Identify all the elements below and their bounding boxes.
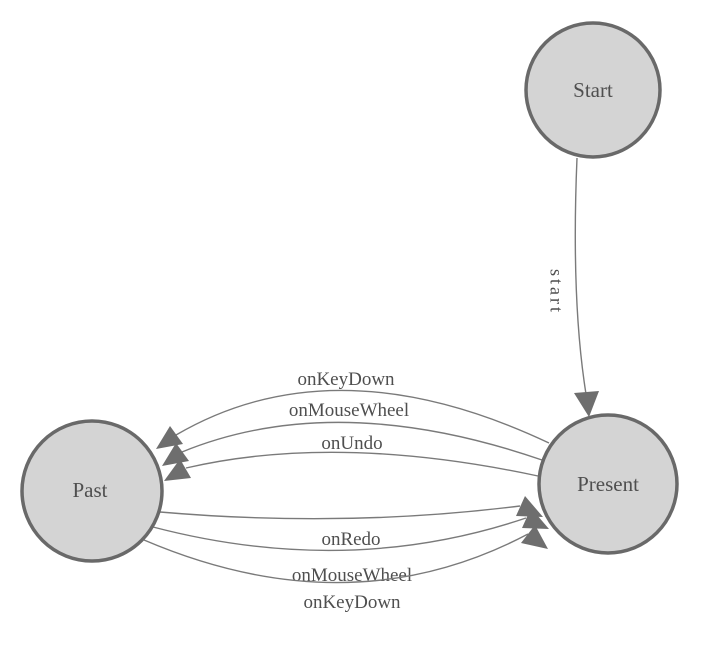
edge-label-onkeydown-bottom: onKeyDown [303,592,401,613]
arrowhead-icon [162,443,189,466]
edge-past-to-present-onredo: onRedo [159,496,543,550]
edge-label-onredo: onRedo [321,529,380,550]
node-present-circle[interactable] [537,413,679,555]
edge-present-to-past-onmousewheel-line [181,421,543,461]
edge-past-to-present-onmousewheel: onMouseWheel [152,508,549,586]
edge-past-to-present-onkeydown-line [143,533,529,584]
node-past[interactable]: Past [20,419,164,563]
arrowhead-icon [522,508,549,529]
node-start[interactable]: Start [524,21,662,159]
edge-present-to-past-onundo-line [185,451,539,477]
node-start-label: Start [573,78,613,102]
edge-present-to-past-onmousewheel: onMouseWheel [162,400,543,466]
edge-label-onundo: onUndo [321,433,382,454]
arrowhead-icon [574,391,599,417]
edge-past-to-present-onredo-line [159,505,521,520]
arrowhead-icon [521,525,548,549]
edge-past-to-present-onkeydown: onKeyDown [143,525,548,613]
edge-label-onmousewheel-top: onMouseWheel [289,400,409,421]
edge-start-to-present-line [574,157,587,395]
edge-present-to-past-onundo: onUndo [164,433,539,481]
edge-label-onmousewheel-bottom: onMouseWheel [292,565,412,586]
arrowhead-icon [164,459,191,481]
node-start-circle[interactable] [524,21,662,159]
edge-past-to-present-onmousewheel-line [152,517,527,552]
edge-start-to-present: start [547,157,599,417]
arrowhead-icon [516,496,543,517]
node-past-circle[interactable] [20,419,164,563]
edge-present-to-past-onkeydown: onKeyDown [156,369,550,449]
edge-present-to-past-onkeydown-line [175,389,550,444]
edge-label-start: start [547,269,567,315]
arrowhead-icon [156,426,183,449]
node-present-label: Present [577,472,639,496]
node-past-label: Past [72,478,107,502]
edge-label-onkeydown-top: onKeyDown [297,369,395,390]
node-present[interactable]: Present [537,413,679,555]
